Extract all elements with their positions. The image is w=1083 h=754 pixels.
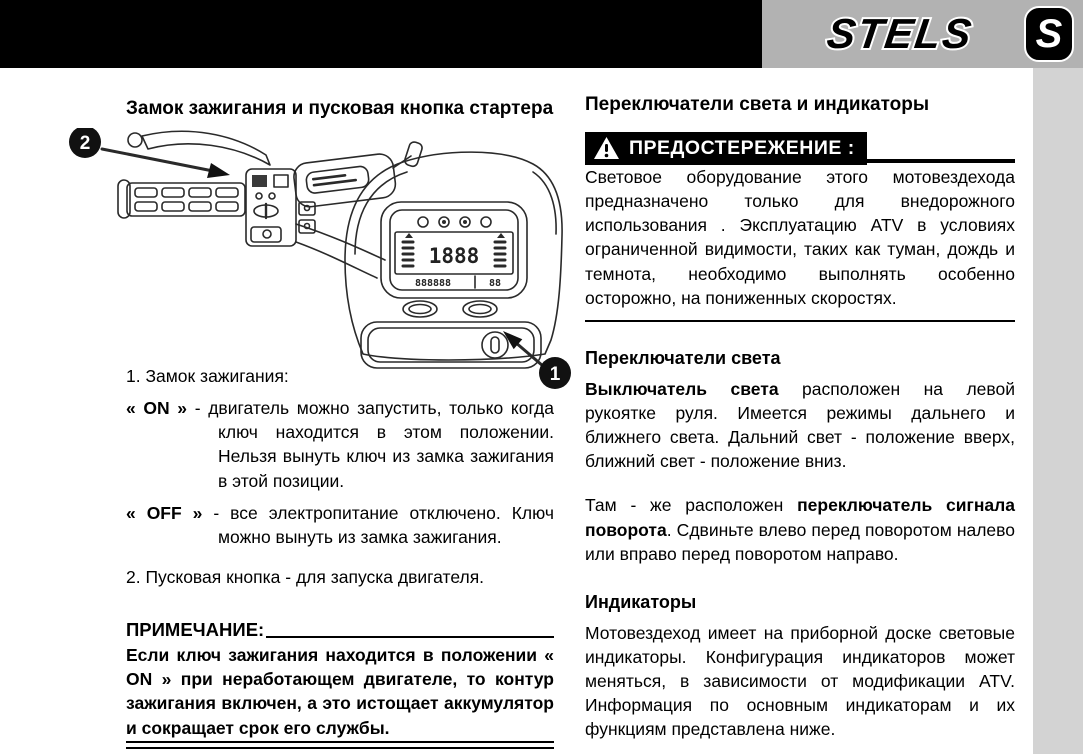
switch-housing — [245, 168, 297, 247]
brake-lever — [127, 130, 271, 166]
lcd-main-digits: 1888 — [429, 244, 480, 268]
light-switch-text: расположен на левой рукоятке руля. Имеет… — [585, 378, 1016, 472]
warning-box: ПРЕДОСТЕРЕЖЕНИЕ : — [585, 132, 867, 165]
stels-logo-text: STELS — [824, 10, 976, 57]
content-columns: Замок зажигания и пусковая кнопка старте… — [0, 68, 1033, 754]
note-label-underline — [266, 636, 554, 639]
warning-label: ПРЕДОСТЕРЕЖЕНИЕ : — [629, 136, 855, 159]
left-grip — [117, 179, 246, 219]
off-sep: - — [202, 502, 231, 523]
warning-underline — [866, 159, 1015, 163]
callout-2-label: 2 — [80, 133, 91, 154]
note-heading-row: ПРИМЕЧАНИЕ: — [126, 619, 554, 641]
controls-figure: 1888 888888 88 — [63, 126, 573, 392]
light-switch-paragraph: Выключатель света расположен на левой ру… — [585, 377, 1015, 474]
stels-monogram-icon: S — [1024, 6, 1074, 62]
ignition-lock-panel — [360, 321, 542, 369]
light-switches-heading: Переключатели света — [585, 347, 781, 368]
master-cylinder — [293, 153, 397, 208]
on-text: двигатель можно запустить, только когда … — [208, 398, 554, 491]
ignition-on-definition: « ON » - двигатель можно запустить, толь… — [126, 396, 554, 493]
note-bottom-rule — [126, 746, 554, 749]
brand-logo-box: STELS S — [762, 0, 1083, 68]
note-label: ПРИМЕЧАНИЕ: — [126, 619, 265, 641]
handlebar-tube — [295, 223, 386, 279]
warning-heading-row: ПРЕДОСТЕРЕЖЕНИЕ : — [585, 132, 1015, 165]
ignition-section-title: Замок зажигания и пусковая кнопка старте… — [126, 98, 554, 119]
turn-signal-text: . Сдвиньте влево перед поворотом налево … — [585, 519, 1015, 564]
right-column: Переключатели света и индикаторы ПРЕДОСТ… — [585, 68, 1015, 754]
callout-2: 2 — [69, 126, 101, 158]
callout-1-arrow — [513, 340, 545, 368]
ignition-lock — [481, 331, 509, 359]
lcd-clock-digits: 88 — [489, 278, 501, 289]
warning-triangle-icon — [594, 137, 619, 159]
warning-text: Световое оборудование этого мотовездеход… — [585, 165, 1015, 322]
indicators-paragraph: Мотовездеход имеет на приборной доске св… — [585, 622, 1015, 740]
ignition-item-1: 1. Замок зажигания: — [126, 366, 289, 386]
instrument-cluster: 1888 888888 88 — [380, 201, 528, 318]
note-text: Если ключ зажигания находится в положени… — [126, 643, 554, 743]
turn-signal-paragraph: Там - же расположен переключатель сигнал… — [585, 493, 1015, 565]
header-black-bar — [0, 0, 762, 68]
turn-signal-lead: Там - же расположен — [585, 495, 798, 516]
on-term: « ON » — [126, 398, 188, 419]
lights-section-title: Переключатели света и индикаторы — [585, 94, 930, 115]
callout-2-arrow — [100, 147, 215, 173]
on-sep: - — [187, 398, 209, 419]
controls-illustration: 1888 888888 88 — [69, 126, 571, 389]
indicators-heading: Индикаторы — [585, 591, 697, 612]
stels-monogram-letter: S — [1036, 12, 1063, 56]
callout-1: 1 — [539, 357, 571, 389]
off-term: « OFF » — [126, 502, 203, 523]
page-edge-strip — [1033, 68, 1083, 754]
left-column: Замок зажигания и пусковая кнопка старте… — [69, 68, 571, 754]
off-text: все электропитание отключено. Ключ можно… — [218, 502, 554, 547]
stels-logo: STELS — [822, 8, 978, 59]
turn-signal-term: переключатель сигнала поворота — [585, 495, 1015, 540]
callout-1-label: 1 — [550, 364, 561, 385]
light-switch-term: Выключатель света — [585, 378, 779, 399]
lcd-odometer-digits: 888888 — [415, 278, 451, 289]
ignition-item-2: 2. Пусковая кнопка - для запуска двигате… — [126, 566, 485, 587]
ignition-off-definition: « OFF » - все электропитание отключено. … — [126, 501, 554, 549]
